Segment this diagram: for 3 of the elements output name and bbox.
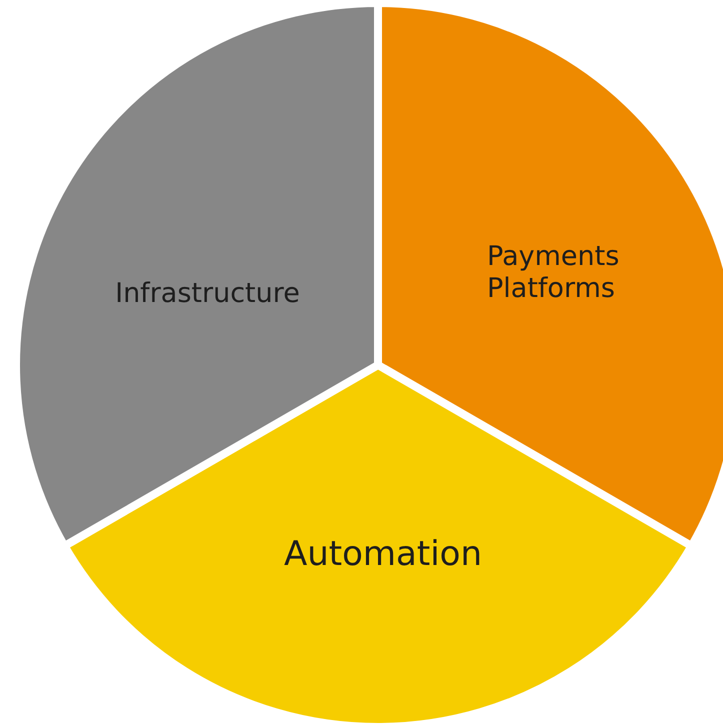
slice-label: Payments Platforms (487, 241, 620, 306)
slice-label: Automation (282, 534, 484, 575)
slice-label: Infrastructure (114, 278, 301, 310)
